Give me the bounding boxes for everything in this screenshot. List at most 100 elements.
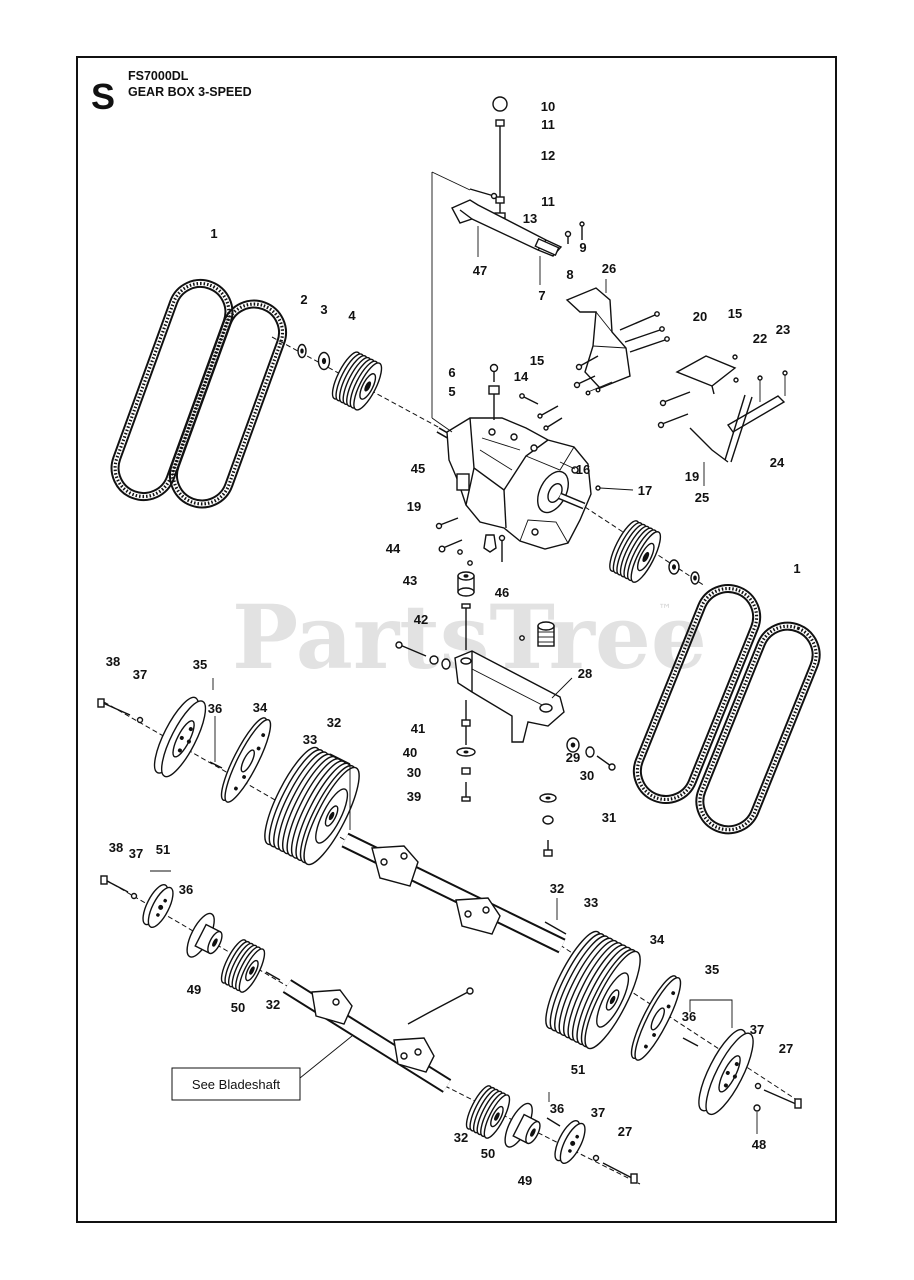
bolts-20 bbox=[657, 391, 691, 429]
rod-25 bbox=[689, 427, 729, 486]
callout-label: 17 bbox=[638, 483, 652, 498]
callout-label: 33 bbox=[584, 895, 598, 910]
pin-36-lower bbox=[546, 1092, 561, 1127]
diagram-title: GEAR BOX 3-SPEED bbox=[128, 85, 252, 99]
bolt-19 bbox=[435, 517, 459, 530]
support-bar-24 bbox=[724, 370, 788, 463]
bolt-46 bbox=[483, 534, 506, 562]
axle-housing-upper bbox=[341, 832, 566, 954]
drive-belt-right-b bbox=[695, 621, 821, 835]
bolt-27-lower bbox=[602, 1162, 638, 1184]
callout-label: 5 bbox=[448, 384, 455, 399]
callout-label: 20 bbox=[693, 309, 707, 324]
washer-40 bbox=[456, 747, 476, 757]
callout-label: 36 bbox=[208, 701, 222, 716]
drive-pulley-33-lower bbox=[545, 930, 641, 1050]
bolt-42 bbox=[461, 603, 471, 650]
callout-label: 4 bbox=[348, 308, 356, 323]
callout-label: 15 bbox=[728, 306, 742, 321]
callout-label: 35 bbox=[705, 962, 719, 977]
diagram-frame bbox=[76, 56, 837, 1223]
gearbox-housing-45 bbox=[436, 417, 592, 550]
grease-fitting-17 bbox=[595, 485, 601, 491]
section-letter: S bbox=[91, 76, 115, 117]
callout-label: 29 bbox=[566, 750, 580, 765]
bracket-20 bbox=[675, 354, 739, 395]
callout-label: 51 bbox=[156, 842, 170, 857]
adapter-51-right bbox=[554, 1120, 586, 1164]
blade-pulley-50-left bbox=[220, 939, 266, 993]
callout-label: 8 bbox=[566, 267, 573, 282]
see-bladeshaft-note: See Bladeshaft bbox=[171, 1035, 353, 1101]
bracket-26 bbox=[565, 287, 670, 396]
shift-bracket-47 bbox=[451, 199, 563, 257]
callout-label: 34 bbox=[650, 932, 665, 947]
bolt-15 bbox=[537, 405, 563, 431]
callout-label: 38 bbox=[109, 840, 123, 855]
flange-35-lower bbox=[698, 1028, 754, 1116]
callout-label: 22 bbox=[753, 331, 767, 346]
bracket-bolt-left bbox=[395, 641, 451, 670]
callout-label: 36 bbox=[179, 882, 193, 897]
callout-label: 49 bbox=[187, 982, 201, 997]
nut-11-upper bbox=[495, 119, 505, 127]
callout-label: 11 bbox=[541, 194, 555, 209]
callout-label: 45 bbox=[411, 461, 425, 476]
drive-belt-left-a bbox=[110, 279, 234, 501]
spacer-stack bbox=[539, 793, 557, 857]
callout-label: 36 bbox=[682, 1009, 696, 1024]
washer-37-upper bbox=[136, 716, 144, 724]
callout-label: 23 bbox=[776, 322, 790, 337]
disk-34-lower bbox=[630, 975, 682, 1061]
gearbox-output-pulley bbox=[609, 520, 662, 583]
bolt-38-lower bbox=[100, 875, 129, 893]
bolt-9 bbox=[579, 221, 585, 240]
washer-29 bbox=[566, 737, 580, 753]
pin-36-upper bbox=[209, 716, 223, 769]
callout-label: 50 bbox=[481, 1146, 495, 1161]
washer-2 bbox=[297, 343, 307, 359]
pin-36-lower-right bbox=[682, 1037, 699, 1047]
callout-labels: 10 11 12 11 13 9 8 47 7 26 1 2 3 4 20 15… bbox=[106, 99, 801, 1188]
watermark-trademark: ™ bbox=[658, 602, 672, 618]
bolt-27-right bbox=[763, 1089, 802, 1109]
callout-label: 42 bbox=[414, 612, 428, 627]
bolt-39 bbox=[461, 782, 471, 802]
callout-label: 47 bbox=[473, 263, 487, 278]
adapter-51-left bbox=[142, 884, 174, 928]
output-washer-a bbox=[668, 559, 680, 575]
callout-label: 27 bbox=[618, 1124, 632, 1139]
drive-pulley-33-upper bbox=[264, 746, 360, 866]
callout-label: 27 bbox=[779, 1041, 793, 1056]
callout-label: 11 bbox=[541, 117, 555, 132]
callout-label: 32 bbox=[454, 1130, 468, 1145]
callout-label: 37 bbox=[129, 846, 143, 861]
callout-label: 48 bbox=[752, 1137, 766, 1152]
callout-label: 2 bbox=[300, 292, 307, 307]
hub-49-right bbox=[504, 1102, 541, 1148]
callout-label: 37 bbox=[133, 667, 147, 682]
callout-label: 34 bbox=[253, 700, 268, 715]
callout-label: 24 bbox=[770, 455, 785, 470]
callout-label: 32 bbox=[327, 715, 341, 730]
upper-axle-line-left bbox=[103, 701, 346, 841]
output-washer-b bbox=[690, 571, 700, 585]
see-bladeshaft-label: See Bladeshaft bbox=[192, 1077, 281, 1092]
washer-37-lower bbox=[130, 892, 138, 900]
nut-30-left bbox=[461, 767, 471, 775]
callout-label: 30 bbox=[407, 765, 421, 780]
callout-label: 15 bbox=[530, 353, 544, 368]
bolt-38-upper bbox=[97, 698, 131, 716]
flange-35-upper bbox=[153, 696, 207, 778]
bracket-35-lower bbox=[689, 999, 733, 1028]
callout-label: 28 bbox=[578, 666, 592, 681]
bolt-31 bbox=[596, 755, 616, 771]
mounting-bracket-28 bbox=[454, 650, 573, 743]
callout-label: 19 bbox=[685, 469, 699, 484]
nut-11-lower bbox=[495, 196, 505, 204]
bolt-8 bbox=[564, 230, 572, 244]
bolt-44 bbox=[438, 539, 473, 566]
rubber-mount-43 bbox=[457, 571, 475, 597]
hub-49-left bbox=[186, 912, 223, 958]
